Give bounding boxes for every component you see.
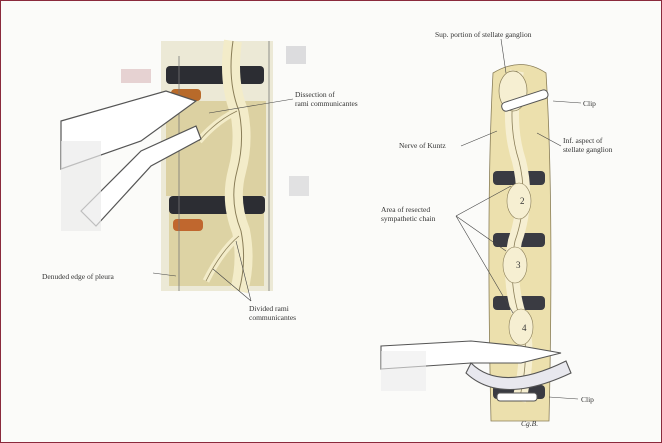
label-clip-bottom: Clip	[581, 395, 594, 404]
label-sup-portion: Sup. portion of stellate ganglion	[435, 30, 532, 39]
vertebra-number-3: 3	[516, 260, 521, 270]
left-disc-2	[169, 196, 265, 214]
label-division-rami-2: rami communicantes	[295, 99, 358, 108]
left-disc-1	[166, 66, 264, 84]
artist-signature: Cg.B.	[521, 419, 538, 428]
label-clip-top: Clip	[583, 99, 596, 108]
left-panel: Dissection of rami communicantes Denuded…	[42, 41, 358, 322]
bottom-clip	[497, 393, 537, 401]
label-division-rami-1: Dissection of	[295, 90, 335, 99]
label-inf-aspect-1: Inf. aspect of	[563, 136, 603, 145]
vertebra-number-4: 4	[522, 323, 527, 333]
label-nerve-of-kuntz: Nerve of Kuntz	[399, 141, 446, 150]
label-divided-rami-2: communicantes	[249, 313, 296, 322]
vertebra-number-2: 2	[520, 196, 525, 206]
label-denuded-edge: Denuded edge of pleura	[42, 272, 115, 281]
label-inf-aspect-2: stellate ganglion	[563, 145, 613, 154]
right-panel: 2 3 4 Sup. portion of stellate ganglion …	[381, 30, 613, 428]
label-area-resected-2: sympathetic chain	[381, 214, 436, 223]
label-divided-rami-1: Divided rami	[249, 304, 289, 313]
label-area-resected-1: Area of resected	[381, 205, 430, 214]
